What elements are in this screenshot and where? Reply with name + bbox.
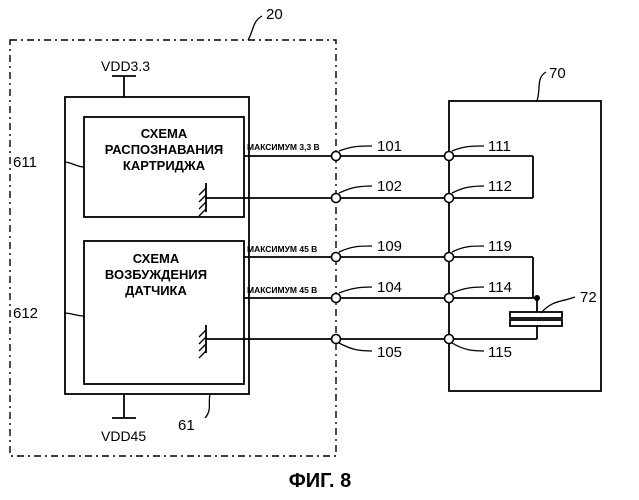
leader-105 — [339, 343, 372, 351]
terminal-label-119: 119 — [488, 238, 512, 255]
leader-109 — [339, 246, 372, 252]
terminal-115 — [445, 335, 454, 344]
terminal-label-105: 105 — [377, 344, 402, 361]
leader-104 — [339, 287, 372, 293]
terminal-label-114: 114 — [488, 279, 512, 296]
drive-ref-leader — [64, 313, 84, 316]
wire-label-109: МАКСИМУМ 45 В — [247, 244, 317, 254]
sensor-ref-label: 72 — [580, 289, 597, 306]
printer-ref-label: 20 — [266, 6, 283, 23]
terminal-label-101: 101 — [377, 138, 402, 155]
leader-114 — [452, 287, 484, 293]
block61-leader — [205, 394, 210, 418]
wire-label-101: МАКСИМУМ 3,3 В — [247, 142, 320, 152]
detect-ref-leader — [64, 162, 84, 167]
terminal-label-111: 111 — [488, 138, 511, 155]
terminal-112 — [445, 194, 454, 203]
terminal-111 — [445, 152, 454, 161]
piezo-sensor — [510, 295, 562, 339]
terminal-114 — [445, 294, 454, 303]
leader-112 — [452, 186, 484, 193]
detect-ref-label: 611 — [13, 154, 37, 171]
leader-102 — [339, 186, 372, 193]
detect-circuit-line3: КАРТРИДЖА — [123, 158, 206, 173]
leader-115 — [452, 343, 484, 351]
terminal-104 — [332, 294, 341, 303]
drive-circuit-line1: СХЕМА — [133, 251, 180, 266]
detect-circuit-line2: РАСПОЗНАВАНИЯ — [105, 142, 224, 157]
terminal-119 — [445, 253, 454, 262]
terminal-label-104: 104 — [377, 279, 402, 296]
ground-symbol-drive — [199, 325, 206, 358]
terminal-label-109: 109 — [377, 238, 402, 255]
ground-symbol-detect — [199, 183, 206, 216]
drive-ref-label: 612 — [13, 305, 38, 322]
terminal-102 — [332, 194, 341, 203]
leader-119 — [452, 246, 484, 252]
block61-ref-label: 61 — [178, 417, 195, 434]
terminal-101 — [332, 152, 341, 161]
figure-caption: ФИГ. 8 — [289, 470, 352, 492]
terminal-105 — [332, 335, 341, 344]
cartridge-ref-label: 70 — [549, 65, 566, 82]
detect-circuit-line1: СХЕМА — [141, 126, 188, 141]
drive-circuit-line3: ДАТЧИКА — [125, 283, 187, 298]
printer-leader — [248, 16, 262, 40]
terminal-label-112: 112 — [488, 178, 512, 195]
vdd33-label: VDD3.3 — [101, 58, 150, 74]
leader-101 — [339, 146, 372, 151]
terminal-109 — [332, 253, 341, 262]
terminal-label-102: 102 — [377, 178, 402, 195]
sensor-leader — [541, 297, 575, 313]
vdd45-label: VDD45 — [101, 428, 146, 444]
wire-label-104: МАКСИМУМ 45 В — [247, 285, 317, 295]
drive-circuit-line2: ВОЗБУЖДЕНИЯ — [105, 267, 207, 282]
leader-111 — [452, 146, 484, 151]
terminal-label-115: 115 — [488, 344, 512, 361]
cartridge-leader — [537, 72, 546, 101]
